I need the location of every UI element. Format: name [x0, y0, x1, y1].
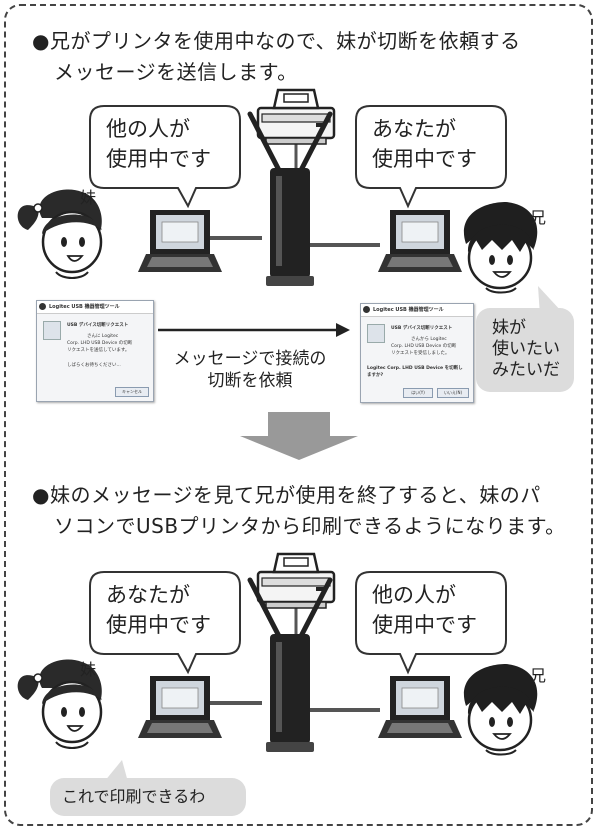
bubble-outline [89, 105, 241, 209]
bubble-outline [355, 571, 507, 675]
thought-line3: みたいだ [492, 360, 560, 380]
laptop-icon [137, 675, 223, 739]
app-icon [39, 303, 46, 310]
dialog-titlebar: Logitec USB 機器管理ツール [37, 301, 153, 314]
caption-section1: ●兄がプリンタを使用中なので、妹が切断を依頼する メッセージを送信します。 [32, 26, 521, 88]
bubble-left-line2: 使用中です [106, 613, 211, 637]
bubble-right: あなたが 使用中です [372, 114, 477, 174]
arrow-label-line2: 切断を依頼 [207, 371, 293, 391]
user-avatar-icon [43, 321, 61, 340]
dialog-titlebar: Logitec USB 機器管理ツール [361, 304, 473, 317]
dialog-question: ますか? [367, 373, 384, 378]
name-sister: 妹 [80, 188, 97, 207]
dialog-body: リクエストを受信しました。 [391, 351, 450, 356]
boy-icon [462, 662, 539, 756]
dialog-receive-request: Logitec USB 機器管理ツール USB デバイス切断リクエスト さんから… [360, 303, 474, 403]
printer-icon [256, 552, 336, 610]
bubble-right-line1: 他の人が [372, 583, 456, 607]
dialog-heading: USB デバイス切断リクエスト [391, 326, 453, 331]
name-sister: 妹 [80, 660, 97, 679]
no-button[interactable]: いいえ(N) [437, 388, 469, 398]
laptop-icon [377, 209, 463, 273]
bubble-left-line2: 使用中です [106, 147, 211, 171]
caption-line2: ソコンでUSBプリンタから印刷できるようになります。 [54, 514, 566, 538]
caption-line2: メッセージを送信します。 [54, 60, 298, 84]
down-arrow [240, 412, 358, 460]
arrow-label: メッセージで接続の 切断を依頼 [160, 348, 340, 392]
name-brother: 兄 [530, 208, 547, 227]
caption-line1: ●妹のメッセージを見て兄が使用を終了すると、妹のパ [32, 483, 541, 507]
user-avatar-icon [367, 324, 385, 343]
caption-line1: ●兄がプリンタを使用中なので、妹が切断を依頼する [32, 29, 521, 53]
caption-section2: ●妹のメッセージを見て兄が使用を終了すると、妹のパ ソコンでUSBプリンタから印… [32, 480, 566, 542]
bubble-right: 他の人が 使用中です [372, 580, 477, 640]
yes-button[interactable]: はい(Y) [403, 388, 433, 398]
laptop-icon [377, 675, 463, 739]
thought-line1: 妹が [492, 318, 526, 338]
dialog-send-request: Logitec USB 機器管理ツール USB デバイス切断リクエスト さんに … [36, 300, 154, 402]
bubble-right-line2: 使用中です [372, 613, 477, 637]
bubble-left: 他の人が 使用中です [106, 114, 211, 174]
printer-icon [256, 88, 336, 146]
bubble-outline [355, 105, 507, 209]
dialog-body: Corp. LHD USB Device の切断 [391, 344, 457, 349]
dialog-question: Logitec Corp. LHD USB Device を切断し [367, 366, 463, 371]
dialog-title: Logitec USB 機器管理ツール [49, 304, 120, 310]
bubble-right-line1: あなたが [372, 117, 456, 141]
bubble-left: あなたが 使用中です [106, 580, 211, 640]
bubble-left-line1: 他の人が [106, 117, 190, 141]
bubble-left-line1: あなたが [106, 583, 190, 607]
dialog-body: さんに Logitec [87, 334, 119, 339]
dialog-body: Corp. LHD USB Device の切断 [67, 341, 133, 346]
bubble-right-line2: 使用中です [372, 147, 477, 171]
dialog-title: Logitec USB 機器管理ツール [373, 307, 444, 313]
dialog-heading: USB デバイス切断リクエスト [67, 323, 129, 328]
dialog-wait-text: しばらくお待ちください... [67, 363, 121, 368]
boy-icon [462, 200, 539, 294]
thought-bubble: 妹が 使いたい みたいだ [476, 308, 574, 392]
cancel-button[interactable]: キャンセル [115, 387, 149, 397]
bubble-outline [89, 571, 241, 675]
arrow-label-line1: メッセージで接続の [173, 349, 327, 369]
dashed-frame [4, 4, 593, 826]
laptop-icon [137, 209, 223, 273]
dialog-body: さんから Logitec [411, 337, 447, 342]
name-brother: 兄 [530, 666, 547, 685]
speech-bubble: これで印刷できるわ [50, 778, 246, 816]
dialog-body: リクエストを送信しています。 [67, 348, 130, 353]
thought-line2: 使いたい [492, 339, 560, 359]
app-icon [363, 306, 370, 313]
